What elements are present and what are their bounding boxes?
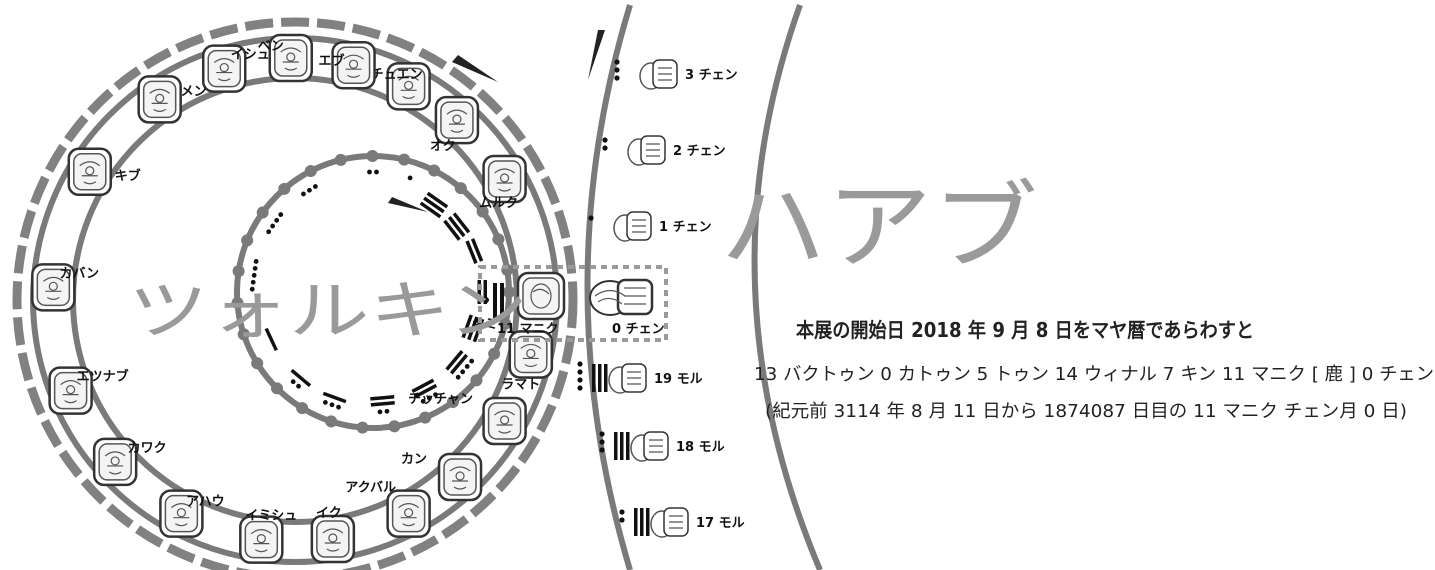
day-label: カン	[401, 452, 427, 467]
haab-wheel	[584, 3, 823, 570]
caption-line-1: 本展の開始日 2018 年 9 月 8 日をマヤ暦であらわすと	[796, 318, 1254, 342]
haab-month-glyph	[619, 507, 689, 538]
number-mark	[367, 169, 379, 175]
day-glyph	[159, 489, 204, 538]
number-mark	[407, 175, 413, 181]
haab-month-glyph	[602, 135, 666, 166]
day-glyph	[48, 366, 93, 415]
day-label: カワク	[128, 441, 167, 456]
day-label: ベン	[258, 39, 284, 54]
tzolkin-watermark: ツォルキン	[128, 275, 528, 349]
caption-line-3: (紀元前 3114 年 8 月 11 日から 1874087 日目の 11 マニ…	[765, 401, 1407, 422]
haab-label: 17 モル	[696, 516, 745, 531]
day-label: ラマト	[501, 377, 540, 392]
haab-label: 1 チェン	[659, 220, 712, 235]
bar-number-11	[483, 283, 504, 318]
day-label: エツナブ	[77, 369, 129, 385]
day-label: チュエン	[371, 67, 423, 82]
current-date-highlight	[478, 265, 668, 342]
day-glyph	[482, 396, 527, 446]
day-label: エブ	[319, 53, 345, 69]
haab-watermark: ハアブ	[720, 171, 1038, 283]
day-glyph	[386, 62, 431, 111]
number-mark	[445, 349, 475, 380]
tzolkin-number-marks	[249, 169, 487, 415]
day-label: イク	[316, 506, 342, 521]
tzolkin-pointer	[452, 55, 498, 82]
haab-label: 19 モル	[654, 372, 703, 387]
day-glyph	[331, 40, 376, 90]
day-glyph	[239, 515, 284, 564]
day-glyph	[137, 75, 182, 124]
day-glyph	[268, 33, 314, 83]
day-glyph	[31, 263, 76, 312]
haab-month-glyph	[588, 211, 652, 242]
day-label: カバン	[60, 266, 100, 281]
day-label: アハウ	[186, 495, 224, 510]
haab-month-glyph	[614, 59, 678, 90]
day-glyph	[67, 147, 113, 197]
number-mark	[266, 212, 284, 235]
day-glyph	[482, 154, 527, 204]
number-mark	[443, 212, 471, 241]
day-label: チッチャン	[408, 392, 473, 407]
day-glyph	[310, 514, 356, 564]
inner-pointer	[388, 197, 428, 212]
number-mark	[249, 259, 259, 292]
day-glyph	[508, 330, 554, 379]
haab-label: 3 チェン	[685, 68, 738, 83]
number-mark	[322, 391, 347, 410]
day-glyph	[434, 95, 480, 145]
haab-pointer	[588, 30, 605, 80]
day-label: メン	[181, 84, 207, 99]
current-tzolkin-glyph: 11 マニク	[483, 271, 566, 337]
haab-label: 18 モル	[676, 440, 725, 455]
current-tzolkin-label: 11 マニク	[497, 322, 559, 337]
number-mark	[419, 191, 449, 219]
day-glyph	[201, 44, 247, 93]
day-label: オク	[430, 139, 456, 154]
day-label: キブ	[115, 168, 141, 184]
day-glyph	[437, 452, 483, 502]
haab-outer-arc	[584, 4, 633, 570]
day-glyph	[92, 437, 138, 487]
day-label: イシュ	[231, 48, 270, 63]
haab-month-glyph	[577, 361, 647, 394]
haab-inner-arc	[751, 3, 823, 570]
day-label: ムルク	[479, 196, 518, 211]
number-mark	[264, 327, 278, 352]
haab-month-glyph	[599, 431, 669, 462]
day-label: イミシュ	[245, 509, 297, 524]
number-mark	[301, 184, 318, 197]
number-mark	[290, 368, 312, 389]
caption: 本展の開始日 2018 年 9 月 8 日をマヤ暦であらわすと 13 バクトゥン…	[754, 318, 1434, 422]
current-haab-glyph: 0 チェン	[589, 278, 665, 337]
tzolkin-number-ring	[231, 150, 515, 434]
number-mark	[411, 378, 438, 404]
haab-month-glyphs: 3 チェン 2 チェン 1 チェン 19 モル 18 モル 17 モル	[577, 59, 745, 538]
day-label: アクバル	[345, 481, 396, 496]
caption-line-2: 13 バクトゥン 0 カトゥン 5 トゥン 14 ウィナル 7 キン 11 マニ…	[754, 364, 1434, 385]
haab-label: 2 チェン	[673, 144, 726, 159]
current-haab-label: 0 チェン	[612, 322, 665, 337]
number-mark	[465, 238, 484, 264]
number-mark	[370, 395, 395, 415]
day-glyph	[386, 489, 431, 538]
